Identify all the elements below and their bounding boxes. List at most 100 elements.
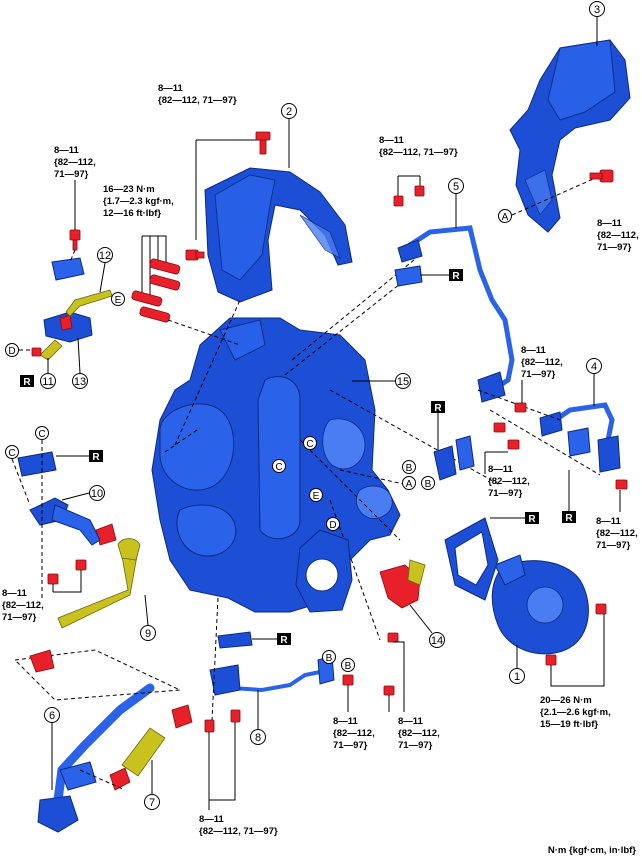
replace-mark-oil-left: R [431,401,445,450]
svg-text:71—97}: 71—97} [596,540,631,551]
studs-16-23 [131,235,181,323]
svg-text:E: E [313,491,320,502]
mark-C-left-2: C [5,445,19,459]
svg-text:{82—112,: {82—112, [488,476,530,487]
svg-text:R: R [528,514,536,525]
svg-text:71—97}: 71—97} [521,369,556,380]
torque-label-part10: 8—11 {82—112, 71—97} [2,588,44,623]
torque-label-oil-1: 8—11 {82—112, 71—97} [521,345,563,380]
svg-text:8—11: 8—11 [597,218,623,229]
svg-text:{82—112, 71—97}: {82—112, 71—97} [199,826,278,837]
svg-text:{2.1—2.6 kgf·m,: {2.1—2.6 kgf·m, [540,707,611,718]
dashed-box-lower-left [13,649,182,791]
svg-text:{82—112,: {82—112, [521,357,563,368]
svg-text:{1.7—2.3 kgf·m,: {1.7—2.3 kgf·m, [103,196,174,207]
svg-text:{82—112,: {82—112, [2,600,44,611]
svg-text:8—11: 8—11 [54,145,80,156]
svg-text:71—97}: 71—97} [488,488,523,499]
svg-text:C: C [275,462,282,473]
replace-mark-part8: R [252,633,291,646]
part-9-hose [29,523,141,673]
mark-B-mid: B [402,460,416,474]
callout-13: 13 [72,337,88,389]
svg-text:71—97}: 71—97} [398,740,433,751]
svg-text:2: 2 [286,106,292,118]
svg-text:R: R [23,377,31,388]
part-3-heat-insulator [509,39,631,233]
part-10-pipe [17,451,101,546]
callout-2: 2 [281,103,297,168]
svg-text:8—11: 8—11 [488,464,514,475]
mark-D-body: D [326,517,340,531]
turbo-outlet-gasket [295,529,353,613]
part-11-pipe [31,339,63,361]
bolt-part13 [69,180,81,263]
svg-text:11: 11 [42,376,53,388]
svg-text:6: 6 [49,710,55,722]
svg-text:{82—112,: {82—112, [398,728,440,739]
torque-label-part13: 8—11 {82—112, 71—97} [54,145,96,180]
svg-text:B: B [326,653,333,664]
part-5-oil-pipe [394,225,515,403]
svg-text:3: 3 [594,4,600,16]
svg-text:1: 1 [514,671,520,683]
svg-text:12: 12 [99,250,111,262]
svg-text:{82—112,: {82—112, [597,230,639,241]
torque-label-part2: 8—11 {82—112, 71—97} [158,83,237,106]
gasket-part1 [444,517,499,601]
svg-text:5: 5 [453,181,459,193]
svg-text:{82—112,: {82—112, [333,728,375,739]
callout-1: 1 [509,645,525,684]
torque-label-part14: 8—11 {82—112, 71—97} [398,716,440,751]
callout-4: 4 [586,358,602,406]
replace-mark-oil-right: R [562,470,576,524]
callout-9: 9 [140,594,156,641]
torque-label-part8-bolts: 8—11 {82—112, 71—97} [199,814,278,837]
callout-12: 12 [97,247,113,293]
callout-8: 8 [250,690,266,745]
svg-text:{82—112, 71—97}: {82—112, 71—97} [379,147,458,158]
torque-label-part5: 8—11 {82—112, 71—97} [379,135,458,158]
bolts-part8 [204,597,354,810]
svg-text:9: 9 [145,628,151,640]
svg-text:C: C [8,448,15,459]
svg-text:A: A [406,479,413,490]
svg-text:B: B [406,463,413,474]
replace-mark-part1: R [490,512,539,525]
svg-text:R: R [565,513,573,524]
callout-5: 5 [448,178,464,228]
svg-text:R: R [434,403,442,414]
torque-label-oil-2: 8—11 {82—112, 71—97} [488,464,530,499]
svg-text:12—16 ft·lbf}: 12—16 ft·lbf} [103,208,161,219]
svg-text:8—11: 8—11 [596,516,622,527]
svg-text:8—11: 8—11 [199,814,225,825]
bolts-part10 [11,440,87,600]
svg-text:20—26 N·m: 20—26 N·m [540,695,592,706]
bolts-part14 [383,632,405,712]
svg-text:R: R [92,452,100,463]
mark-B-lower-2: B [341,658,355,672]
svg-text:8—11: 8—11 [521,345,547,356]
svg-text:8—11: 8—11 [158,83,184,94]
svg-text:71—97}: 71—97} [2,612,37,623]
svg-text:71—97}: 71—97} [333,740,368,751]
svg-text:D: D [8,346,15,357]
svg-text:4: 4 [591,361,597,373]
svg-text:D: D [329,520,336,531]
callout-11: 11 [40,358,56,389]
replace-mark-part5: R [420,269,463,282]
bolts-oil-return [477,380,628,512]
callout-7: 7 [144,760,160,810]
part-1-component [491,554,589,655]
part-7-hose [109,704,193,791]
svg-text:13: 13 [74,376,86,388]
mark-E-body: E [309,488,323,502]
part-14-hose [379,559,426,609]
part-8-pipe [209,631,335,696]
svg-text:71—97}: 71—97} [54,169,89,180]
bolts-part2 [185,131,271,261]
torque-label-studs: 16—23 N·m {1.7—2.3 kgf·m, 12—16 ft·lbf} [103,184,174,219]
svg-text:15—19 ft·lbf}: 15—19 ft·lbf} [540,719,598,730]
part-12-hose [65,289,113,317]
part-2-heat-shield [204,167,353,303]
